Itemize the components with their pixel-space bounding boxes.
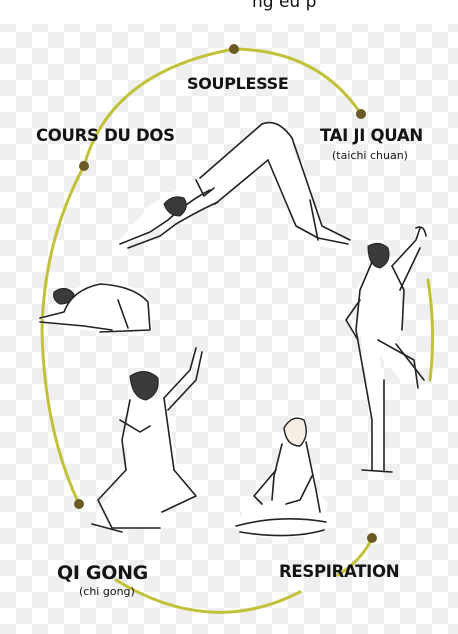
ring-arc-right <box>428 280 433 380</box>
node-dot-top <box>229 44 239 54</box>
tai-ji-quan-figure <box>346 227 426 472</box>
label-qi-gong: QI GONG <box>57 562 148 584</box>
ring-arc-bottom <box>116 580 300 612</box>
node-dot-bottom-left <box>74 499 84 509</box>
label-chi-gong: (chi gong) <box>79 585 135 598</box>
ring-arc-left <box>42 166 84 504</box>
node-dot-bottom-right <box>367 533 377 543</box>
ring-arc-top <box>84 49 361 166</box>
child-pose-figure <box>40 282 152 332</box>
qi-gong-figure <box>92 348 202 532</box>
label-respiration: RESPIRATION <box>279 562 399 581</box>
meditation-figure <box>236 418 328 538</box>
node-dot-top-left <box>79 161 89 171</box>
node-dot-top-right <box>356 109 366 119</box>
label-souplesse: SOUPLESSE <box>187 74 289 93</box>
label-cours-du-dos: COURS DU DOS <box>36 126 175 145</box>
label-taichi-chuan: (taichi chuan) <box>332 149 408 162</box>
label-tai-ji-quan: TAI JI QUAN <box>320 126 423 145</box>
